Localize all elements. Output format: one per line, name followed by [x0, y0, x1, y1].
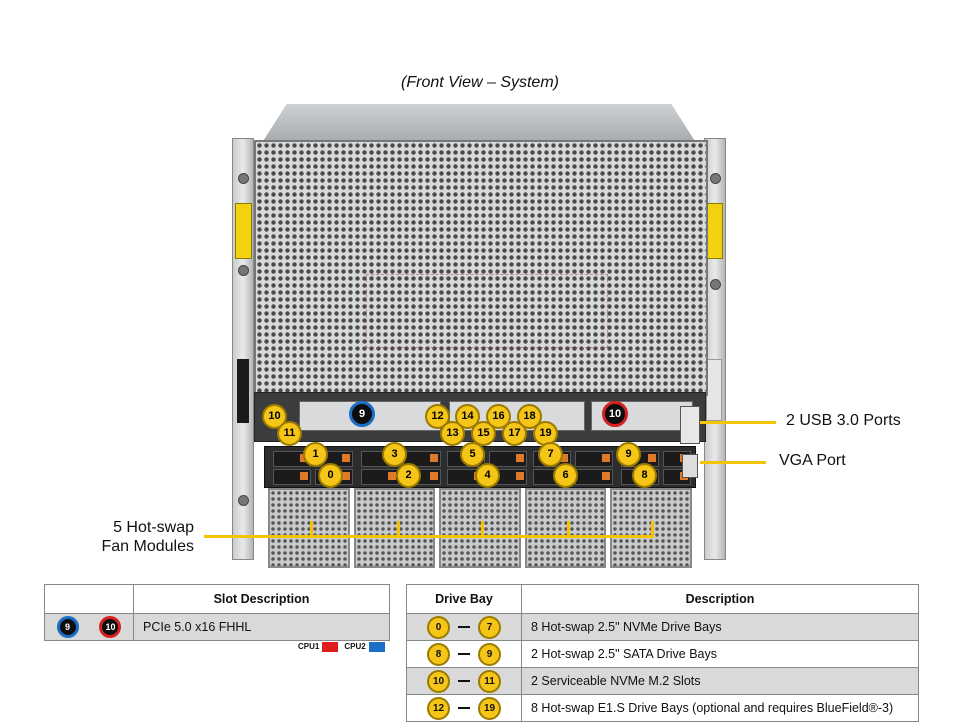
bay-range: 10 11: [406, 667, 522, 695]
marker-drive-bay: 6: [553, 463, 578, 488]
bay-description: 2 Hot-swap 2.5" SATA Drive Bays: [521, 640, 919, 668]
screw-icon: [238, 265, 249, 276]
bay-to-marker: 11: [478, 669, 501, 693]
fan-callout-line1: 5 Hot-swap: [113, 519, 194, 536]
marker-drive-bay: 8: [632, 463, 657, 488]
warning-label-icon: [235, 203, 252, 259]
drive-bay: [575, 469, 613, 485]
screw-icon: [710, 279, 721, 290]
marker-pcie-slot-cpu2: 9: [349, 401, 375, 427]
fan-callout-line: [204, 535, 654, 538]
bay-from-marker: 12: [427, 696, 450, 720]
marker-drive-bay: 5: [460, 442, 485, 467]
slot-description-table: Slot Description 9 10 PCIe 5.0 x16 FHHL: [44, 584, 390, 641]
fan-callout-tick: [310, 521, 313, 537]
internal-component-outline: [366, 274, 608, 348]
brand-logo-tab: [706, 359, 722, 421]
marker-drive-bay: 7: [538, 442, 563, 467]
marker-drive-bay: 3: [382, 442, 407, 467]
bay-to-marker: 19: [478, 696, 501, 720]
vga-callout-label: VGA Port: [779, 452, 846, 469]
table-row: 10 11 2 Serviceable NVMe M.2 Slots: [406, 667, 919, 695]
usb-callout-line: [700, 421, 776, 424]
screw-icon: [238, 495, 249, 506]
fan-module: [524, 488, 607, 568]
slot-description: PCIe 5.0 x16 FHHL: [133, 613, 390, 641]
screw-icon: [710, 173, 721, 184]
marker-e1s: 12: [425, 404, 450, 429]
left-rack-ear: [232, 138, 254, 560]
marker-e1s: 15: [471, 421, 496, 446]
drive-bay: [489, 451, 527, 467]
bay-description: 8 Hot-swap E1.S Drive Bays (optional and…: [521, 694, 919, 722]
bay-description: 8 Hot-swap 2.5" NVMe Drive Bays: [521, 613, 919, 641]
fan-callout-tick: [481, 521, 484, 537]
drive-bay: [361, 469, 399, 485]
fan-callout-label: 5 Hot-swap Fan Modules: [84, 518, 195, 556]
fan-module: [439, 488, 521, 568]
marker-pcie-slot-cpu1: 10: [602, 401, 628, 427]
drive-bay-header: Drive Bay: [406, 584, 522, 614]
bay-from-marker: 0: [427, 615, 450, 639]
table-row: 12 19 8 Hot-swap E1.S Drive Bays (optiona…: [406, 694, 919, 722]
usb-ports: [680, 406, 700, 444]
fan-module: [268, 488, 350, 568]
fan-modules: [268, 488, 692, 568]
bay-to-marker: 7: [478, 615, 501, 639]
marker-nvme-m2: 11: [277, 421, 302, 446]
marker-e1s: 14: [455, 404, 480, 429]
marker-e1s: 13: [440, 421, 465, 446]
fan-callout-tick: [397, 521, 400, 537]
cpu2-swatch: [368, 642, 385, 652]
legend-cpu1-label: CPU1: [298, 642, 320, 652]
usb-callout-label: 2 USB 3.0 Ports: [786, 412, 901, 429]
bay-range: 12 19: [406, 694, 522, 722]
cpu-legend: CPU1 CPU2: [298, 642, 391, 652]
marker-drive-bay: 2: [396, 463, 421, 488]
fan-callout-tick: [567, 521, 570, 537]
slot-header: Slot Description: [133, 584, 390, 614]
legend-cpu2-label: CPU2: [344, 642, 366, 652]
fan-callout-line2: Fan Modules: [101, 538, 195, 555]
slot-markers-cell: 9 10: [44, 613, 134, 641]
screw-icon: [238, 173, 249, 184]
vga-callout-line: [700, 461, 766, 464]
rack-handle: [237, 359, 249, 423]
marker-drive-bay: 0: [318, 463, 343, 488]
fan-callout-tick: [651, 521, 654, 537]
bay-description: 2 Serviceable NVMe M.2 Slots: [521, 667, 919, 695]
server-chassis-front: [232, 104, 726, 580]
drive-bay: [273, 469, 311, 485]
table-row: 9 10 PCIe 5.0 x16 FHHL: [44, 613, 390, 641]
figure-caption: (Front View – System): [401, 74, 559, 91]
slot-header-blank: [44, 584, 134, 614]
gpu-air-intake-grille: [254, 140, 708, 396]
marker-drive-bay: 9: [616, 442, 641, 467]
marker-drive-bay: 4: [475, 463, 500, 488]
right-rack-ear: [704, 138, 726, 560]
cpu1-slot-marker: 10: [99, 616, 122, 638]
marker-drive-bay: 1: [303, 442, 328, 467]
chassis-top: [263, 104, 695, 140]
fan-module: [353, 488, 436, 568]
cpu2-slot-marker: 9: [56, 616, 79, 638]
bay-from-marker: 8: [427, 642, 450, 666]
bay-from-marker: 10: [427, 669, 450, 693]
warning-label-icon: [706, 203, 723, 259]
description-header: Description: [521, 584, 919, 614]
drive-bay: [575, 451, 613, 467]
bay-to-marker: 9: [478, 642, 501, 666]
cpu1-swatch: [322, 642, 339, 652]
vga-port: [682, 454, 698, 478]
